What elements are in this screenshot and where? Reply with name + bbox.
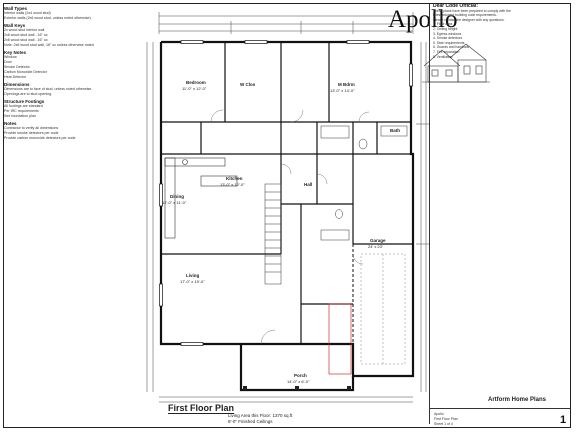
notes-section-heading: Wall Keys bbox=[4, 23, 26, 28]
notes-section-heading: Structure Footings bbox=[4, 99, 45, 104]
code-notes-line: These plans have been prepared to comply… bbox=[433, 8, 511, 13]
room-size-dining: 12'-0" x 11'-0" bbox=[162, 200, 187, 205]
notes-line: Carbon Monoxide Detector bbox=[4, 70, 47, 74]
room-size-bedroom: 11'-0" x 12'-0" bbox=[182, 86, 207, 91]
notes-line: Contractor to verify all dimensions bbox=[4, 126, 59, 130]
notes-line: 2x6 wood stud wall - 16" oc bbox=[4, 33, 48, 37]
code-notes-line: 8. Ventilation bbox=[433, 54, 453, 59]
notes-line: 2x6 wood stud wall - 16" oc bbox=[4, 38, 48, 42]
notes-section-heading: Notes bbox=[4, 121, 17, 126]
room-label-bath: Bath bbox=[390, 128, 400, 133]
room-label-kitchen: Kitchen bbox=[226, 176, 243, 181]
room-size-porch: 14'-0" x 6'-0" bbox=[287, 379, 310, 384]
notes-section-heading: Key Notes bbox=[4, 50, 27, 55]
room-label-wclos: W Clos bbox=[240, 82, 256, 87]
area-line-living: Living Area this Floor: 1370 sq.ft bbox=[228, 413, 293, 418]
house-elevation-sketch bbox=[422, 43, 490, 83]
notes-line: Provide smoke detectors per code bbox=[4, 131, 59, 135]
room-size-garage: 24' x 23' bbox=[368, 244, 383, 249]
code-notes-line: 4. Smoke detectors bbox=[433, 36, 463, 41]
code-notes-line: latest adopted building code requirement… bbox=[433, 13, 497, 18]
room-label-bedroom: Bedroom bbox=[186, 80, 206, 85]
plan-title: First Floor Plan bbox=[168, 403, 235, 414]
code-notes-line: 6. Guards and handrails bbox=[433, 45, 470, 50]
code-notes-line: 1. Floor area bbox=[433, 22, 453, 27]
title-block-sheet-count: Sheet 1 of 4 bbox=[434, 422, 453, 426]
room-label-mbdrm: M Bdrm bbox=[338, 82, 355, 87]
area-line-ceiling: 8'-0" Finished Ceilings bbox=[228, 418, 273, 424]
title-block-project: Apollo bbox=[434, 412, 444, 416]
floor-plan bbox=[146, 12, 429, 403]
notes-line: Provide carbon monoxide detectors per co… bbox=[4, 136, 76, 140]
notes-line: Heat Detector bbox=[4, 75, 27, 79]
room-label-porch: Porch bbox=[294, 373, 307, 378]
room-label-dining: Dining bbox=[170, 194, 184, 199]
code-notes-line: 7. Fire separation bbox=[433, 49, 460, 54]
notes-line: Dimensions are to face of stud, unless n… bbox=[4, 87, 93, 91]
plan-name-title: Apollo bbox=[388, 6, 458, 33]
code-notes-line: Please contact the designer with any que… bbox=[433, 17, 505, 22]
title-block: Apollo First Floor Plan Sheet 1 of 4 bbox=[430, 408, 570, 428]
notes-line: Window bbox=[4, 55, 17, 59]
code-official-notes: Dear Code Official:These plans have been… bbox=[429, 4, 570, 424]
sheet-number: 1 bbox=[560, 414, 567, 426]
room-size-living: 17'-0" x 15'-0" bbox=[180, 279, 205, 284]
notes-line: 2x wood stud interior wall bbox=[4, 28, 45, 32]
room-size-mbdrm: 13'-0" x 14'-0" bbox=[330, 88, 355, 93]
notes-line: Interior walls (2x4 wood stud) bbox=[4, 11, 51, 15]
room-size-kitchen: 13'-0" x 12'-0" bbox=[220, 182, 245, 187]
room-label-garage: Garage bbox=[370, 238, 386, 243]
code-notes-line: 3. Egress windows bbox=[433, 31, 462, 36]
notes-line: Smoke Detector bbox=[4, 65, 30, 69]
notes-section-heading: Dimensions bbox=[4, 82, 30, 87]
notes-line: Door bbox=[4, 60, 12, 64]
sheet-border bbox=[3, 3, 571, 428]
title-block-sheet-name: First Floor Plan bbox=[434, 417, 458, 421]
room-label-living: Living bbox=[186, 273, 200, 278]
code-notes-line: 2. Ceiling height bbox=[433, 26, 458, 31]
notes-line: See foundation plan bbox=[4, 114, 36, 118]
notes-line: Per IRC requirements bbox=[4, 109, 39, 113]
notes-line: Exterior walls (2x6 wood stud, unless no… bbox=[4, 16, 91, 20]
area-summary: Living Area this Floor: 1370 sq.ft 8'-0"… bbox=[228, 413, 292, 424]
notes-line: Openings are to stud opening. bbox=[4, 92, 53, 96]
code-notes-heading: Dear Code Official: bbox=[433, 4, 479, 9]
logo-text: Artform Home Plans bbox=[488, 397, 547, 403]
notes-section-heading: Wall Types bbox=[4, 6, 28, 11]
code-notes-line: 5. Stair requirements bbox=[433, 40, 465, 45]
notes-line: Note: 2x6 wood stud wall, 16" oc unless … bbox=[4, 43, 94, 47]
room-label-hall: Hall bbox=[304, 182, 313, 187]
notes-line: All footings are standard bbox=[4, 104, 43, 108]
designer-logo: Artform Home Plans bbox=[488, 397, 566, 409]
